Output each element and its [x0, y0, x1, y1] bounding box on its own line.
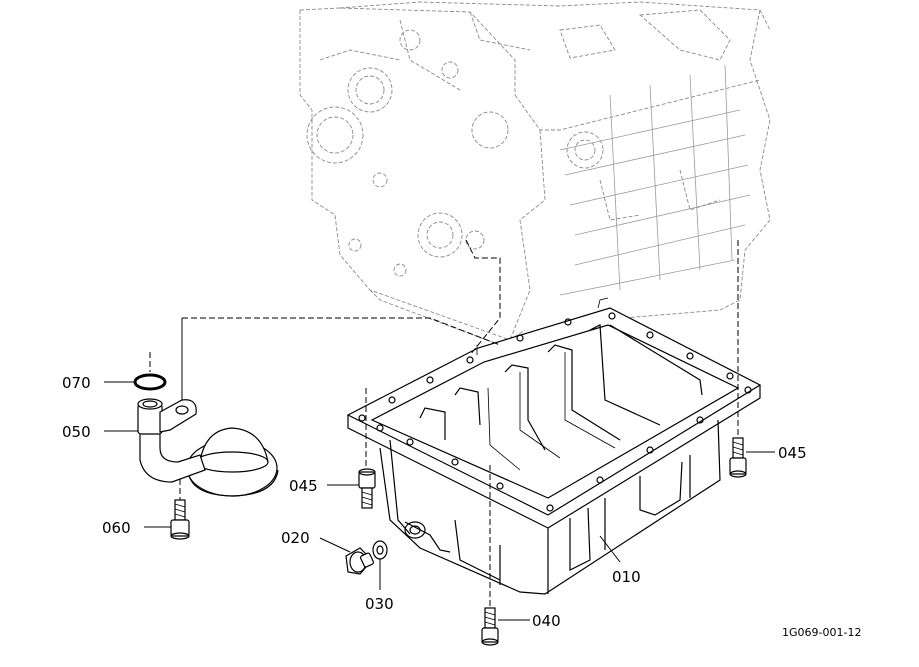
- washer-030: [372, 540, 388, 560]
- drawing-code: 1G069-001-12: [782, 626, 861, 639]
- drain-plug-020: [345, 547, 375, 575]
- label-030: 030: [365, 595, 394, 613]
- label-010: 010: [612, 568, 641, 586]
- oil-pan-010: [346, 297, 762, 595]
- flange-bolt-holes: [358, 312, 752, 512]
- oil-strainer-050: [137, 398, 279, 497]
- label-050: 050: [62, 423, 91, 441]
- label-040: 040: [532, 612, 561, 630]
- label-045-right: 045: [778, 444, 807, 462]
- bolt-045-right: [729, 437, 747, 478]
- label-060: 060: [102, 519, 131, 537]
- label-020: 020: [281, 529, 310, 547]
- engine-block-outline: [299, 1, 771, 346]
- bolt-060: [170, 499, 190, 540]
- label-045-left: 045: [289, 477, 318, 495]
- o-ring-070: [133, 373, 167, 391]
- bolt-045-left: [358, 468, 376, 509]
- bolt-040: [481, 607, 499, 646]
- alignment-lines: [149, 239, 739, 610]
- label-070: 070: [62, 374, 91, 392]
- label-leaders: [104, 381, 775, 621]
